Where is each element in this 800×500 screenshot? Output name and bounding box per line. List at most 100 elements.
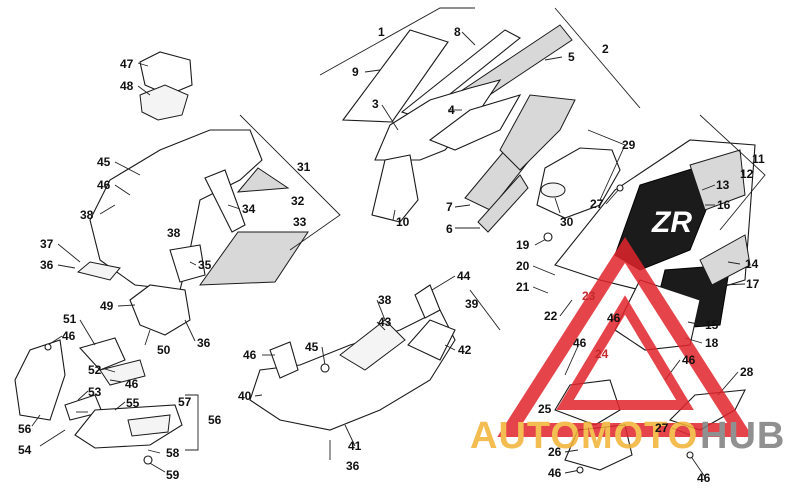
grille-part-14 [699, 234, 751, 286]
hood-part-3 [374, 79, 502, 161]
leader-51 [79, 319, 96, 346]
callout-label: 42 [458, 343, 472, 357]
fastener [686, 451, 694, 459]
callout-label: 3 [372, 97, 379, 111]
watermark-triangle [497, 236, 753, 437]
callout-label: 2 [602, 42, 609, 56]
callout-label: 49 [100, 299, 114, 313]
callout-label: 51 [63, 312, 77, 326]
leader-26 [564, 449, 579, 453]
leader-55 [114, 401, 126, 411]
leader-58 [147, 449, 161, 454]
watermark-brand-part1: AUTOMOTO [470, 415, 698, 457]
callout-label: 27 [655, 421, 669, 435]
side-guard-part-42 [407, 319, 456, 361]
callout-label: 36 [197, 336, 211, 350]
fastener [543, 232, 553, 242]
leader-5 [544, 56, 563, 61]
watermark-logo: AUTOMOTO HUB [470, 236, 784, 457]
callout-label: 39 [465, 297, 479, 311]
callout-label: 55 [126, 396, 140, 410]
callout-label: 10 [396, 215, 410, 229]
leader-37 [57, 243, 81, 263]
callout-label: 59 [166, 468, 180, 482]
callout-label: 15 [705, 318, 719, 332]
callout-label: 12 [740, 167, 754, 181]
dash-cover-part-29 [536, 147, 621, 219]
leader-10 [392, 209, 396, 221]
leader-30 [554, 197, 561, 214]
callout-label: 33 [293, 215, 307, 229]
callout-label: 48 [120, 79, 134, 93]
leader-54 [39, 429, 66, 447]
gauge-mount-part-48 [139, 84, 189, 121]
bracket-line-39 [469, 289, 501, 331]
lower-left-panel-group [14, 337, 183, 449]
decal-text: ZR [651, 206, 692, 239]
callout-label: 46 [548, 466, 562, 480]
leader-38a [99, 204, 116, 215]
side-panel-part-56 [14, 339, 66, 421]
leader-17 [721, 283, 746, 286]
callout-label: 23 [582, 289, 596, 303]
callout-label: 46 [682, 353, 696, 367]
callout-label: 53 [88, 385, 102, 399]
callout-label: 54 [18, 443, 32, 457]
leader-35 [189, 261, 197, 266]
callout-label: 46 [62, 329, 76, 343]
leader-47 [137, 62, 149, 67]
callout-label: 22 [544, 309, 558, 323]
leader-44 [431, 275, 456, 291]
screen-part-33 [198, 231, 309, 286]
callout-label: 43 [378, 315, 392, 329]
leader-3 [381, 104, 399, 131]
callout-label: 24 [595, 347, 609, 361]
callout-label: 44 [457, 269, 471, 283]
callout-label: 45 [305, 340, 319, 354]
leader-42 [444, 344, 456, 351]
leader-34 [227, 204, 241, 210]
leader-9 [364, 69, 381, 73]
leader-56a [31, 414, 41, 427]
leader-38b [376, 299, 386, 321]
callout-label: 17 [746, 277, 760, 291]
fastener [320, 363, 330, 373]
callout-label: 36 [346, 459, 360, 473]
front-cover-group: ZR [536, 139, 756, 351]
leader-43 [376, 321, 386, 331]
leader-20 [532, 265, 556, 276]
callout-label: 32 [291, 194, 305, 208]
callout-labels: 1 2 3 4 5 6 7 8 9 10 11 12 13 14 15 16 1… [18, 25, 765, 485]
fastener [616, 184, 624, 192]
bracket-line-56 [185, 394, 199, 451]
callout-label: 56 [18, 422, 32, 436]
side-screen-part-6 [477, 174, 529, 233]
callout-label: 40 [238, 389, 252, 403]
callout-label: 30 [560, 215, 574, 229]
callout-label: 6 [446, 222, 453, 236]
leader-45a [114, 161, 141, 176]
callout-label: 46 [125, 377, 139, 391]
leader-21 [532, 286, 549, 294]
belly-plate-part-49 [129, 284, 191, 336]
group-brackets [185, 7, 766, 451]
callout-label: 26 [548, 445, 562, 459]
leader-49 [117, 304, 136, 307]
callout-label: 46 [97, 178, 111, 192]
leader-45b [321, 346, 326, 366]
gasket-part-47 [139, 51, 193, 96]
belly-pan-group [249, 284, 456, 431]
front-frame-part-31 [89, 129, 263, 291]
callout-label: 38 [167, 226, 181, 240]
leader-46f [564, 345, 579, 376]
front-frame-group [76, 51, 309, 336]
callout-label: 37 [40, 237, 54, 251]
hood-panel-part-4 [428, 94, 522, 151]
callout-label: 25 [538, 402, 552, 416]
screen-part-57 [127, 414, 171, 437]
leader-14 [727, 261, 741, 265]
callout-label: 36 [40, 258, 54, 272]
callout-label: 9 [352, 65, 359, 79]
